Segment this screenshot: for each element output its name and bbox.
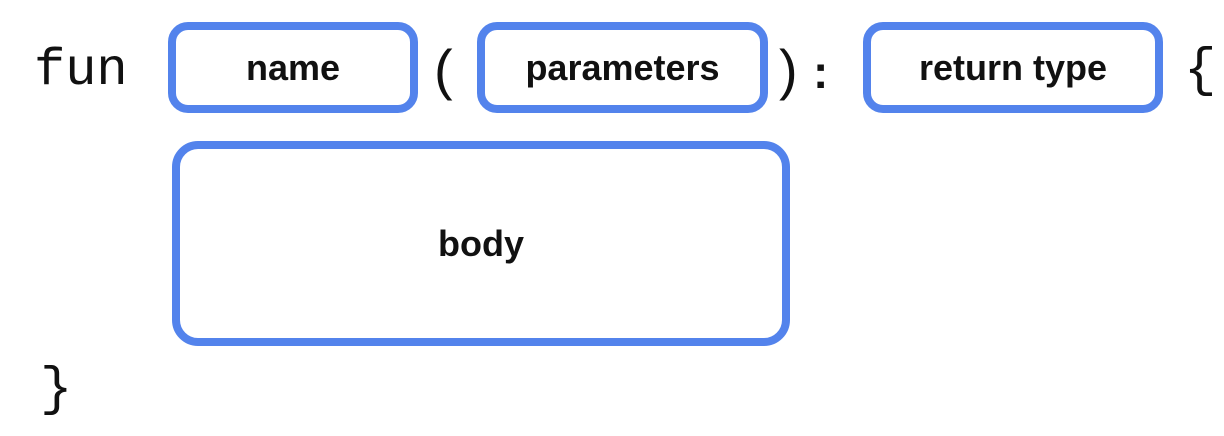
return-type-slot-label: return type: [918, 46, 1108, 88]
close-brace-token: }: [40, 359, 73, 421]
name-slot-box: name: [168, 22, 418, 113]
open-paren-token: (: [434, 38, 453, 101]
colon-token: :: [813, 45, 829, 98]
parameters-slot-box: parameters: [477, 22, 768, 113]
body-slot-label: body: [438, 222, 524, 264]
return-type-slot-box: return type: [863, 22, 1163, 113]
parameters-slot-label: parameters: [525, 46, 720, 88]
name-slot-label: name: [245, 46, 341, 88]
close-paren-token: ): [779, 38, 798, 101]
open-brace-token: {: [1184, 41, 1217, 102]
fun-keyword: fun: [34, 41, 128, 100]
body-slot-box: body: [172, 141, 790, 346]
